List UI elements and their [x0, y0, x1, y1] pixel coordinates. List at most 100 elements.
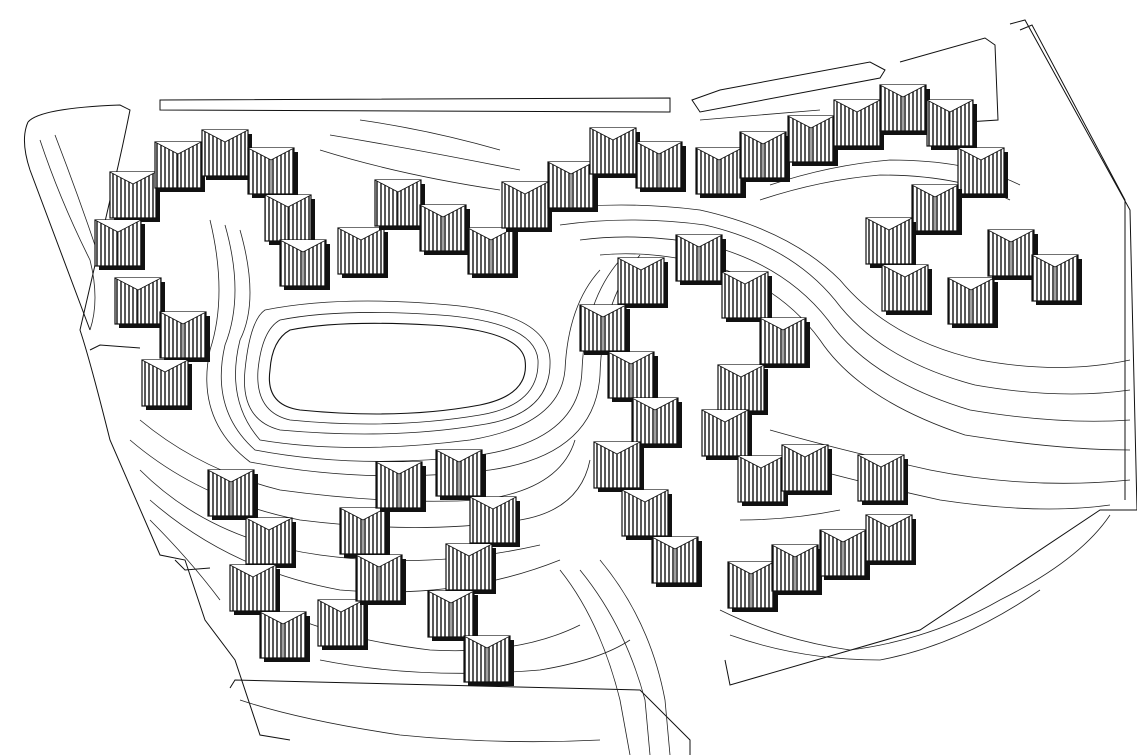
house-unit-ridge	[617, 257, 665, 304]
house-unit	[881, 264, 932, 315]
house-unit-ridge	[739, 131, 787, 178]
house-unit	[463, 635, 514, 686]
house-unit	[651, 536, 702, 587]
house-unit	[727, 561, 778, 612]
house-unit	[279, 239, 330, 290]
house-unit	[229, 564, 280, 615]
house-unit-ridge	[159, 311, 207, 358]
house-unit	[159, 311, 210, 362]
house-unit	[467, 227, 518, 278]
house-unit	[419, 204, 470, 255]
house-unit-ridge	[317, 599, 365, 646]
house-unit	[355, 554, 406, 605]
house-unit-ridge	[819, 529, 867, 576]
house-unit-ridge	[911, 184, 959, 231]
house-unit-ridge	[114, 277, 162, 324]
house-unit	[833, 99, 884, 150]
house-unit-ridge	[675, 234, 723, 281]
house-unit	[469, 496, 520, 547]
house-unit	[339, 507, 390, 558]
house-unit	[737, 455, 788, 506]
house-unit-ridge	[1031, 254, 1079, 301]
house-unit	[631, 397, 682, 448]
house-unit	[865, 514, 916, 565]
house-unit-ridge	[207, 469, 255, 516]
house-unit	[259, 611, 310, 662]
house-unit-ridge	[957, 147, 1005, 194]
house-unit	[337, 227, 388, 278]
house-unit-ridge	[857, 454, 905, 501]
house-unit	[879, 84, 930, 135]
house-unit	[154, 141, 205, 192]
house-unit	[771, 544, 822, 595]
house-unit-ridge	[339, 507, 387, 554]
house-unit	[717, 364, 768, 415]
house-unit-ridge	[501, 181, 549, 228]
house-unit	[617, 257, 668, 308]
house-unit-ridge	[787, 115, 835, 162]
house-unit	[911, 184, 962, 235]
house-unit	[781, 444, 832, 495]
house-unit	[819, 529, 870, 580]
house-unit-ridge	[419, 204, 467, 251]
house-unit-ridge	[247, 147, 295, 194]
house-unit-ridge	[987, 229, 1035, 276]
house-unit	[593, 441, 644, 492]
house-unit	[695, 147, 746, 198]
house-unit	[435, 449, 486, 500]
house-unit	[701, 409, 752, 460]
house-unit	[317, 599, 368, 650]
house-unit-ridge	[154, 141, 202, 188]
house-unit-ridge	[337, 227, 385, 274]
house-unit-ridge	[651, 536, 699, 583]
house-unit-ridge	[947, 277, 995, 324]
house-units	[94, 84, 1082, 686]
house-unit	[589, 127, 640, 178]
house-unit-ridge	[727, 561, 775, 608]
house-unit-ridge	[759, 317, 807, 364]
house-unit-ridge	[695, 147, 743, 194]
house-unit	[141, 359, 192, 410]
house-unit	[857, 454, 908, 505]
house-unit-ridge	[469, 496, 517, 543]
house-unit-ridge	[374, 179, 422, 226]
house-unit	[926, 99, 977, 150]
house-unit-ridge	[355, 554, 403, 601]
house-unit-ridge	[201, 129, 249, 176]
house-unit-ridge	[737, 455, 785, 502]
house-unit	[721, 271, 772, 322]
house-unit-ridge	[717, 364, 765, 411]
house-unit-ridge	[635, 141, 683, 188]
house-unit-ridge	[781, 444, 829, 491]
house-unit-ridge	[427, 590, 475, 637]
contour-lines	[39, 109, 1131, 755]
house-unit-ridge	[229, 564, 277, 611]
house-unit	[759, 317, 810, 368]
house-unit-ridge	[881, 264, 929, 311]
house-unit	[987, 229, 1038, 280]
house-unit	[579, 304, 630, 355]
house-unit	[94, 219, 145, 270]
house-unit	[947, 277, 998, 328]
house-unit-ridge	[879, 84, 927, 131]
house-unit-ridge	[865, 217, 913, 264]
house-unit-ridge	[264, 194, 312, 241]
house-unit	[635, 141, 686, 192]
house-unit	[109, 171, 160, 222]
house-unit-ridge	[621, 489, 669, 536]
house-unit-ridge	[579, 304, 627, 351]
house-unit	[207, 469, 258, 520]
house-unit-ridge	[631, 397, 679, 444]
house-unit	[201, 129, 252, 180]
house-unit	[501, 181, 552, 232]
house-unit	[957, 147, 1008, 198]
house-unit-ridge	[245, 517, 293, 564]
house-unit	[1031, 254, 1082, 305]
house-unit-ridge	[109, 171, 157, 218]
house-unit	[445, 543, 496, 594]
house-unit	[787, 115, 838, 166]
house-unit-ridge	[721, 271, 769, 318]
house-unit	[621, 489, 672, 540]
house-unit-ridge	[463, 635, 511, 682]
